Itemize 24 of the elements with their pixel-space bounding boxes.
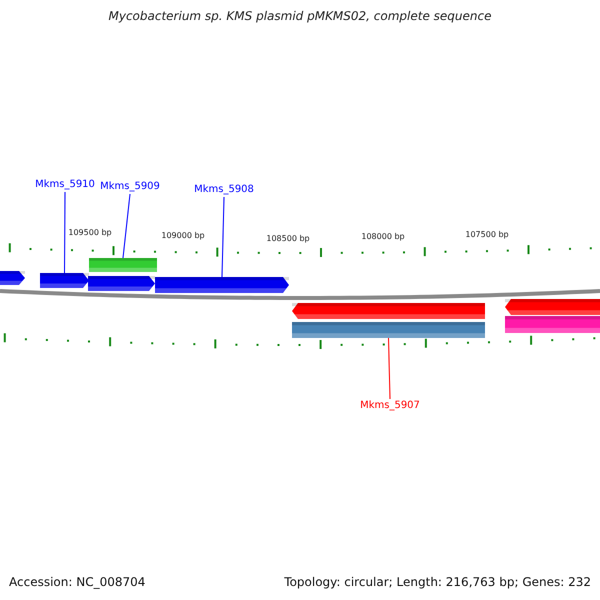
- gene-label: Mkms_5910: [35, 179, 95, 191]
- accession-text: Accession: NC_008704: [9, 575, 146, 589]
- gene-feature: [292, 303, 485, 319]
- sequence-info-text: Topology: circular; Length: 216,763 bp; Genes: 232: [284, 575, 591, 589]
- gene-label: Mkms_5907: [360, 400, 420, 412]
- gene-feature: [89, 258, 157, 272]
- scale-label: 108500 bp: [266, 234, 310, 243]
- title: Mycobacterium sp. KMS plasmid pMKMS02, complete sequence: [108, 9, 492, 23]
- gene-feature: [505, 316, 600, 333]
- scale-label: 109500 bp: [68, 228, 112, 237]
- leader-line: [222, 196, 224, 278]
- scale-label: 108000 bp: [361, 232, 405, 241]
- gene-feature: [88, 276, 155, 291]
- gene-feature: [505, 299, 600, 315]
- gene-feature: [292, 322, 485, 338]
- scale-label: 107500 bp: [465, 230, 509, 239]
- gene-feature: [0, 271, 25, 285]
- scale-label: 109000 bp: [161, 231, 205, 240]
- leader-line: [64, 192, 66, 274]
- leader-line: [122, 194, 130, 258]
- gene-label: Mkms_5908: [194, 184, 254, 196]
- leader-line: [388, 338, 390, 400]
- gene-label: Mkms_5909: [100, 181, 160, 193]
- gene-feature: [40, 273, 89, 288]
